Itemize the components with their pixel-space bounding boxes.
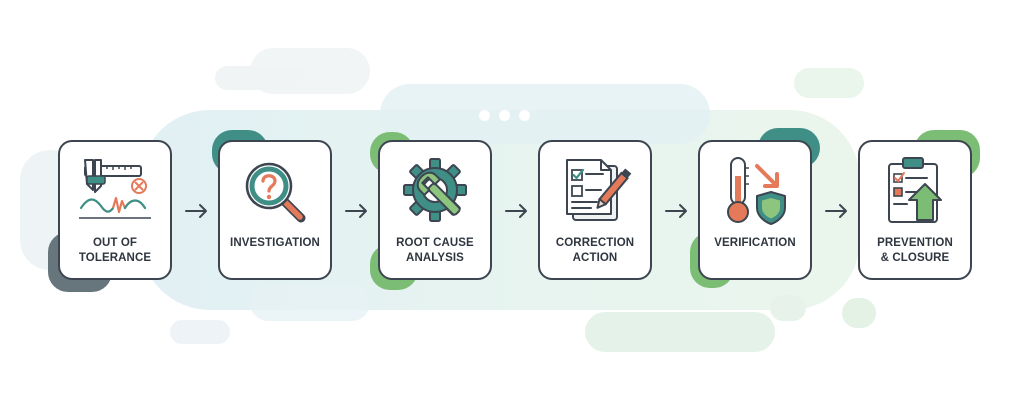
step-out-of-tolerance: OUT OF TOLERANCE [48,140,172,292]
magnifier-question-icon [245,162,306,223]
background-blob [794,68,864,98]
background-blob [380,84,710,144]
thermometer-shield-icon [727,157,786,225]
step-card: CORRECTION ACTION [538,140,652,280]
ellipsis-dots [479,110,530,121]
step-root-cause-analysis: ROOT CAUSE ANALYSIS [370,132,492,290]
background-blob [215,66,305,90]
arrow-right-icon [505,204,527,218]
step-card: OUT OF TOLERANCE [58,140,172,280]
step-investigation: INVESTIGATION [212,130,332,280]
background-blob [770,295,806,321]
arrow-right-icon [825,204,847,218]
step-label: OUT OF TOLERANCE [78,237,152,264]
step-correction-action: CORRECTION ACTION [538,140,652,280]
step-card: ROOT CAUSE ANALYSIS [378,140,492,280]
gear-wrench-icon [403,158,467,222]
step-verification: VERIFICATION [690,128,820,288]
step-card: PREVENTION & CLOSURE [858,140,972,280]
step-label: ROOT CAUSE ANALYSIS [396,237,474,264]
dot [499,110,510,121]
document-pencil-icon [566,159,632,221]
background-blob [842,298,876,328]
clipboard-up-arrow-icon [888,157,942,223]
background-blob [170,320,230,344]
step-card: VERIFICATION [698,140,812,280]
step-label: CORRECTION ACTION [555,237,635,264]
arrow-right-icon [345,204,367,218]
dot [519,110,530,121]
dot [479,110,490,121]
step-label: INVESTIGATION [230,237,320,249]
step-label: PREVENTION & CLOSURE [877,237,953,264]
step-label: VERIFICATION [714,237,796,249]
arrow-right-icon [185,204,207,218]
step-prevention-closure: PREVENTION & CLOSURE [858,130,980,280]
background-blob [585,312,775,352]
step-card: INVESTIGATION [218,140,332,280]
arrow-right-icon [665,204,687,218]
caliper-tolerance-icon [79,159,151,219]
background-blob [250,285,370,321]
